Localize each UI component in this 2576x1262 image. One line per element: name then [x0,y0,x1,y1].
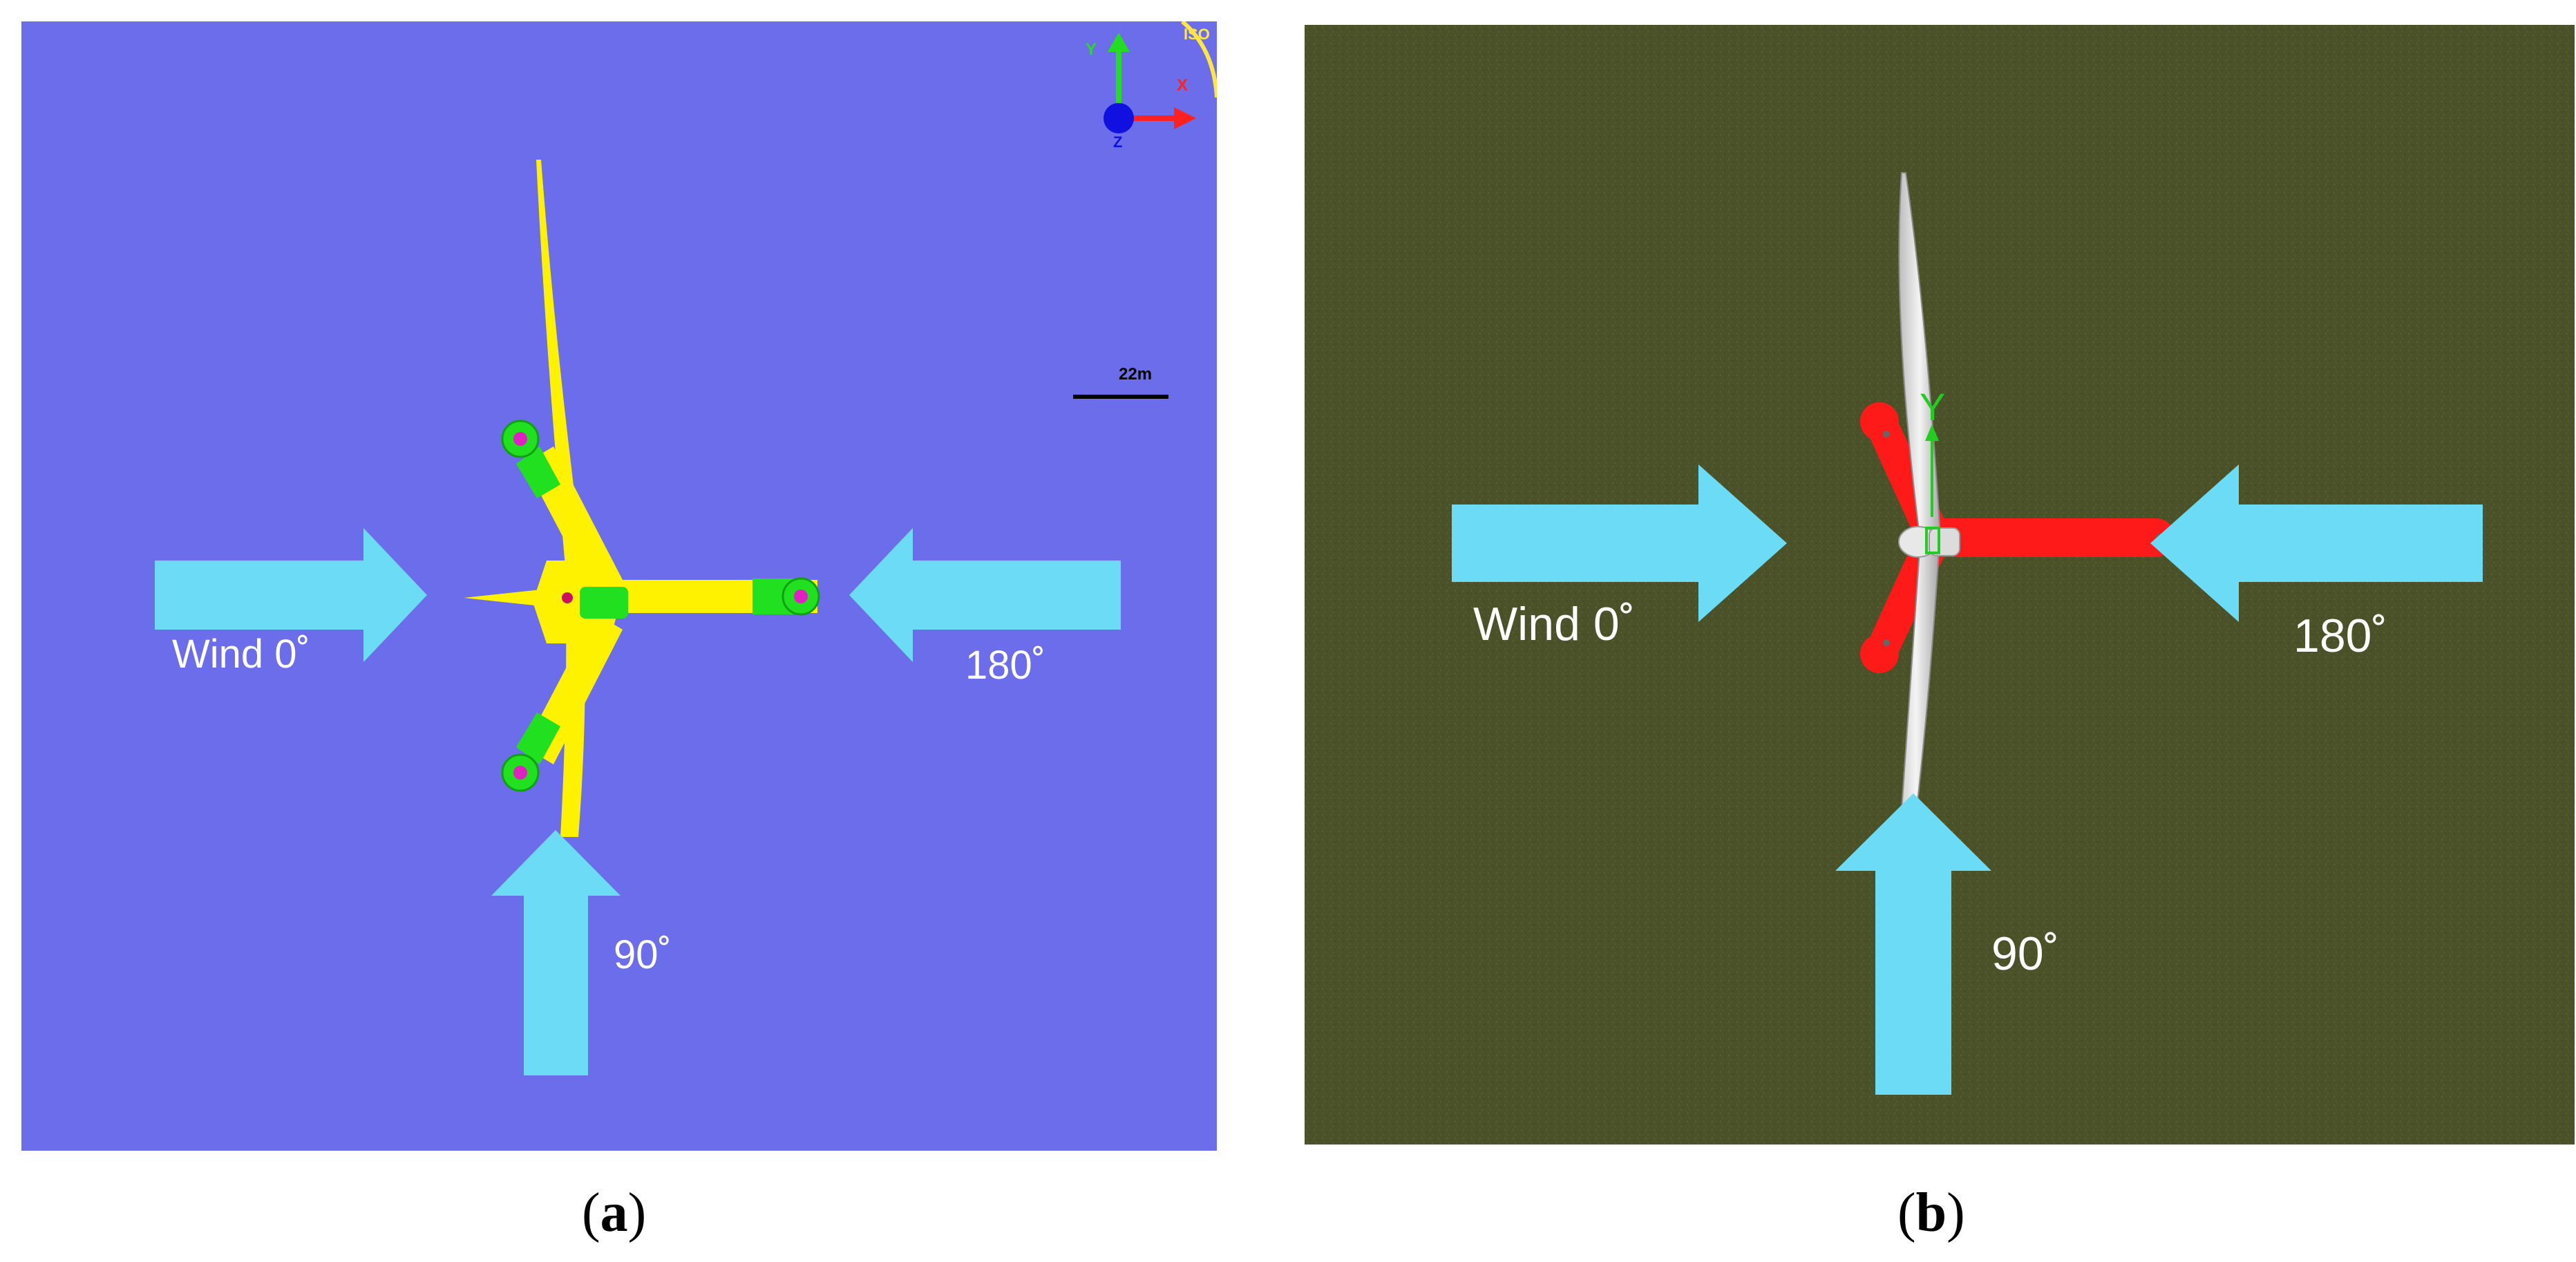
y-axis-label: Y [1086,40,1097,59]
caption-a-open: ( [582,1183,600,1243]
iso-view-label: ISO [1184,26,1210,43]
y-axis-arrowhead [1108,32,1130,52]
panel-b-model-view: Y X Wind 0˚ 180˚ 90˚ [1305,25,2575,1145]
column-northwest-block [516,446,560,498]
wind-label-90: 90˚ [614,932,672,977]
wind-arrow-90-b [1835,793,1991,1095]
wind-label-180-b: 180˚ [2293,610,2387,662]
nacelle-b [1929,527,1960,556]
wind-arrow-0 [155,528,427,662]
wind-arrow-0-b [1452,464,1787,622]
column-northwest-b [1860,402,1899,441]
wind-arrows-a [155,528,1121,1075]
platform-columns [501,420,820,792]
pontoon-east-b [1913,518,2175,557]
z-axis-label: Z [1113,133,1122,151]
column-southwest-b [1860,634,1899,673]
caption-b-letter: b [1915,1183,1947,1243]
panel-a-model-view: ISO Y X Z 22m [21,21,1217,1151]
rotor-blade-west [464,587,567,609]
axis-triad: Y X Z [1086,32,1196,151]
origin-marker-b [1925,527,1940,554]
caption-a-letter: a [600,1183,628,1243]
wind-label-180: 180˚ [965,643,1045,688]
column-southwest-center [513,766,527,780]
z-axis-origin [1104,103,1134,133]
scale-bar-label: 22m [1119,365,1152,384]
caption-b-open: ( [1897,1183,1916,1243]
semi-sub-platform [464,160,817,837]
column-southwest-block [516,713,560,764]
column-southwest-b-marker [1883,639,1890,646]
panel-b-canvas: Y X Wind 0˚ 180˚ 90˚ [1305,25,2575,1145]
x-axis-arrowhead [1174,107,1196,129]
rotor-blade-south [560,602,585,837]
caption-a: (a) [582,1185,646,1241]
wind-arrows-b [1452,464,2483,1095]
wind-arrow-90 [491,830,621,1075]
caption-b-close: ) [1947,1183,1965,1243]
y-axis-arrowhead-b [1925,424,1939,441]
rotor-hub [562,592,573,603]
column-northwest-center [513,432,527,446]
y-axis-label-b: Y [1920,385,1945,428]
column-northwest-b-marker [1883,431,1890,437]
wind-label-0: Wind 0˚ [172,632,310,677]
wind-label-90-b: 90˚ [1991,927,2059,980]
nacelle [580,587,628,619]
wind-arrow-180-b [2150,464,2483,622]
scale-bar: 22m [1073,365,1168,399]
iso-view-arc [1181,21,1217,98]
panel-a-canvas: ISO Y X Z 22m [21,21,1217,1151]
wind-arrow-180 [849,528,1121,662]
caption-b: (b) [1897,1185,1965,1241]
caption-a-close: ) [627,1183,647,1243]
x-axis-label: X [1177,76,1188,95]
rotor-blade-north [536,160,587,588]
wind-label-0-b: Wind 0˚ [1473,598,1635,650]
column-east-center [794,590,808,603]
